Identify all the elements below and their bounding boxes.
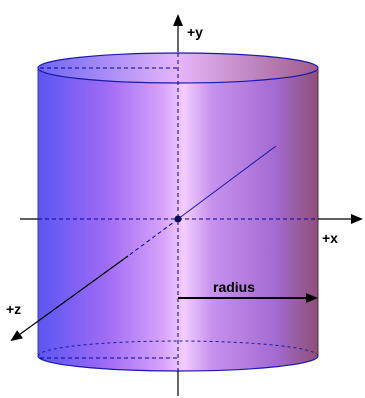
z-axis-back bbox=[177, 145, 277, 220]
x-axis-label: +x bbox=[322, 230, 338, 246]
z-axis-front bbox=[10, 255, 129, 342]
radius-label: radius bbox=[213, 279, 255, 295]
z-axis-label: +z bbox=[6, 301, 21, 317]
origin-point bbox=[174, 215, 182, 223]
y-axis-label: +y bbox=[187, 24, 203, 40]
z-axis-hidden bbox=[127, 218, 179, 257]
